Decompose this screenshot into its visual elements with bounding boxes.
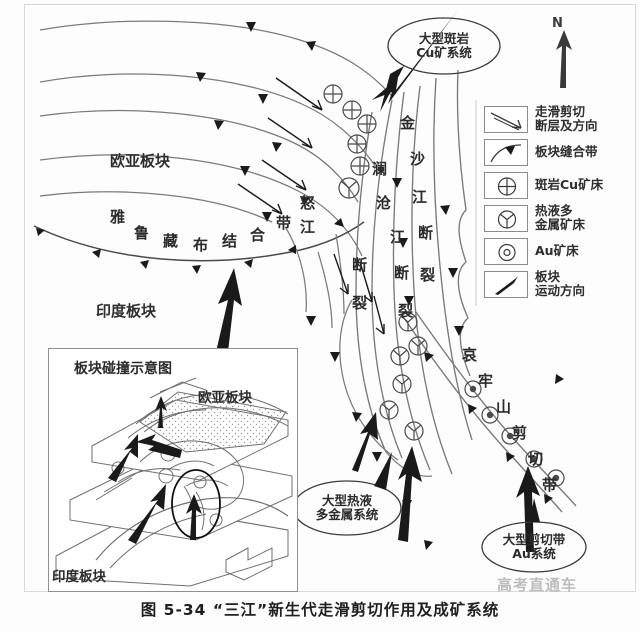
porphyry-cu-icon [484, 171, 528, 199]
callout-line: Cu矿系统 [416, 45, 472, 60]
map-label-indian-plate: 印度板块 [96, 302, 157, 320]
legend-line: 运动方向 [535, 283, 586, 298]
au-deposit-symbols [464, 380, 565, 487]
fault-char: 沙 [410, 150, 426, 168]
suture-char: 布 [193, 236, 209, 254]
legend-line: 斑岩Cu矿床 [535, 177, 604, 193]
strike-slip-fault-icon [484, 105, 528, 133]
inset-label-indian-plate: 印度板块 [52, 569, 106, 585]
fault-char: 澜 [372, 160, 388, 178]
porphyry-cu-symbols [323, 84, 377, 176]
legend-line: 断层及方向 [535, 118, 598, 133]
legend-panel: 走滑剪切 断层及方向 板块缝合带 斑 [484, 104, 624, 302]
callout-hydrothermal: 大型热液 多金属系统 [293, 487, 401, 529]
plate-motion-icon [484, 270, 528, 298]
legend-line: 走滑剪切 [535, 104, 586, 120]
plate-suture-icon [484, 138, 528, 166]
legend-item-hydrothermal-polymetallic[interactable]: 热液多 金属矿床 [484, 203, 624, 233]
legend-item-strike-slip-fault[interactable]: 走滑剪切 断层及方向 [484, 104, 624, 134]
callout-line: 大型斑岩 [418, 31, 469, 46]
fault-char: 裂 [398, 302, 414, 320]
legend-line: 板块缝合带 [535, 144, 598, 160]
fault-char: 裂 [420, 266, 436, 284]
legend-text: Au矿床 [535, 244, 579, 258]
legend-item-plate-motion[interactable]: 板块 运动方向 [484, 269, 624, 299]
suture-char: 合 [250, 226, 266, 244]
fault-char: 金 [400, 114, 416, 132]
callout-line: 大型热液 [321, 493, 372, 508]
legend-text: 斑岩Cu矿床 [535, 178, 603, 192]
legend-line: Au矿床 [535, 243, 579, 259]
legend-line: 板块 [535, 269, 561, 285]
suture-char: 鲁 [134, 224, 150, 242]
fault-char: 剪 [512, 424, 528, 442]
legend-text: 板块 运动方向 [535, 270, 585, 298]
fault-char: 牢 [478, 372, 494, 390]
callout-porphyry-cu: 大型斑岩 Cu矿系统 [388, 24, 500, 68]
fault-char: 断 [394, 264, 410, 282]
fault-char: 带 [542, 476, 558, 494]
suture-char: 带 [276, 214, 292, 232]
legend-text: 板块缝合带 [535, 145, 598, 159]
fault-char: 断 [418, 224, 434, 242]
callout-line: Au系统 [512, 546, 556, 561]
suture-char: 藏 [163, 232, 179, 250]
figure-caption: 图 5-34 “三江”新生代走滑剪切作用及成矿系统 [140, 601, 500, 619]
inset-label-eurasian-plate: 欧亚板块 [198, 390, 252, 406]
map-label-eurasian-plate: 欧亚板块 [110, 152, 171, 170]
hydrothermal-polymetallic-icon [484, 204, 528, 232]
fault-char: 哀 [462, 346, 478, 364]
fault-char: 江 [412, 188, 428, 206]
fault-char: 裂 [352, 294, 368, 312]
legend-item-au-deposit[interactable]: Au矿床 [484, 236, 624, 266]
north-label: N [552, 16, 563, 31]
suture-char: 雅 [110, 208, 126, 226]
callout-line: 多金属系统 [315, 507, 379, 522]
fault-char: 断 [352, 256, 368, 274]
north-arrow [556, 30, 572, 88]
callout-leaders [374, 66, 540, 522]
legend-text: 走滑剪切 断层及方向 [535, 105, 598, 133]
legend-line: 热液多 [535, 203, 573, 219]
legend-line: 金属矿床 [535, 217, 586, 232]
figure-frame [24, 4, 636, 592]
fault-char: 山 [496, 398, 512, 416]
inset-title: 板块碰撞示意图 [74, 361, 172, 377]
hydrothermal-symbols [338, 177, 428, 441]
au-deposit-icon [484, 237, 528, 265]
watermark: 高考直通车 [497, 576, 578, 594]
fault-char: 江 [390, 228, 406, 246]
legend-item-plate-suture[interactable]: 板块缝合带 [484, 137, 624, 167]
fault-char: 江 [300, 218, 316, 236]
fault-char: 沧 [376, 194, 392, 212]
legend-item-porphyry-cu-deposit[interactable]: 斑岩Cu矿床 [484, 170, 624, 200]
callout-shear-au: 大型剪切带 Au系统 [482, 527, 586, 567]
fault-char: 切 [528, 450, 544, 468]
legend-text: 热液多 金属矿床 [535, 204, 585, 232]
fault-char: 怒 [300, 194, 316, 212]
suture-char: 结 [222, 232, 238, 250]
callout-line: 大型剪切带 [502, 532, 566, 547]
